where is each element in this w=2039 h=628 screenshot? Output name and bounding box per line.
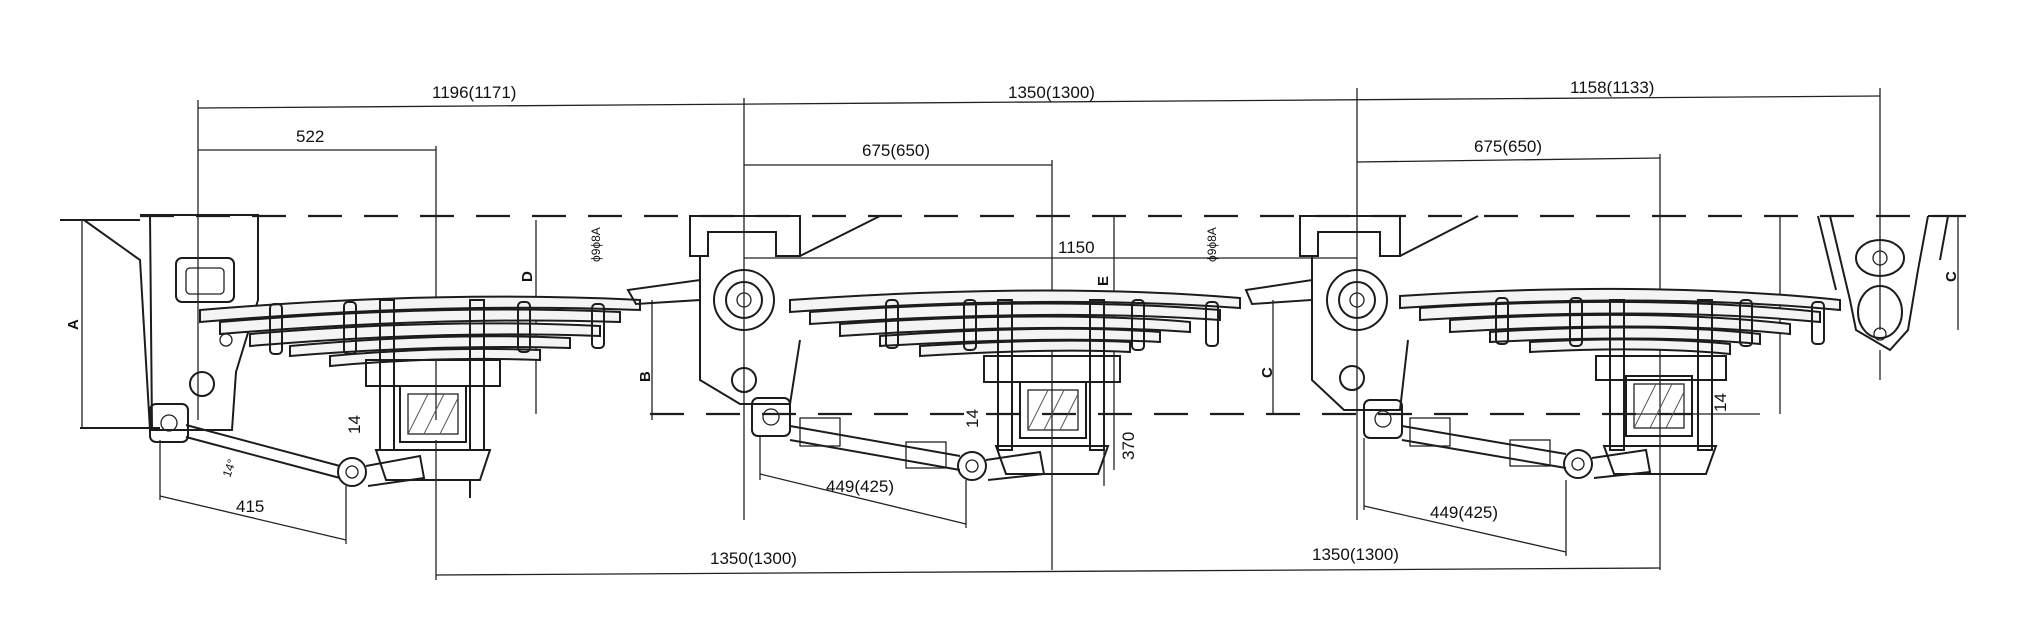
- dim-gap-2: 14: [963, 409, 982, 428]
- axle-1: [365, 299, 501, 498]
- top-dimension-chain: 1196(1171) 1350(1300) 1158(1133) 522 675…: [197, 78, 1881, 570]
- label-c-mid: C: [1259, 367, 1276, 378]
- dim-top-span-3: 1158(1133): [1570, 78, 1654, 97]
- rear-hanger: [1817, 215, 1950, 380]
- label-c-rear: C: [1943, 271, 1960, 282]
- bottom-dimension-chain: 1350(1300) 1350(1300): [435, 440, 1661, 580]
- dim-gap-1: 14: [345, 415, 364, 434]
- frame-rail-line: [60, 214, 1975, 221]
- torque-rod-3: 449(425): [1363, 399, 1652, 556]
- dim-gap-3: 14: [1711, 393, 1730, 412]
- dim-axle-height: 370: [1119, 432, 1138, 460]
- dim-mid-hanger-offset-1: 675(650): [862, 141, 930, 160]
- dim-top-span-2: 1350(1300): [1008, 83, 1095, 102]
- reference-lines: [80, 412, 1760, 429]
- label-d: D: [519, 271, 536, 282]
- leaf-spring-2: [789, 289, 1241, 358]
- dim-rod-mid: 449(425): [826, 477, 894, 496]
- dim-rod-front: 415: [236, 497, 264, 516]
- dim-front-hanger-offset: 522: [296, 127, 324, 146]
- label-b: B: [637, 371, 654, 382]
- dim-top-span-1: 1196(1171): [432, 83, 516, 102]
- dim-mid-hanger-offset-2: 675(650): [1474, 137, 1542, 156]
- axle-3: [1595, 299, 1727, 475]
- dim-spring-length: 1150: [1058, 238, 1095, 257]
- torque-rod-1: 415 14°: [149, 403, 426, 544]
- dim-angle: 14°: [220, 457, 239, 479]
- front-hanger: [83, 214, 259, 431]
- dim-rod-rear: 449(425): [1430, 503, 1498, 522]
- dim-bottom-span-1: 1350(1300): [710, 549, 797, 568]
- leaf-spring-3: [1399, 287, 1841, 356]
- label-a: A: [65, 319, 82, 330]
- mid-hanger-1: [626, 215, 881, 405]
- dim-bottom-span-2: 1350(1300): [1312, 545, 1399, 564]
- bracket-label-1: ϕ9ϕ8A: [589, 227, 603, 262]
- mid-hanger-2: [1244, 215, 1479, 411]
- torque-rod-2: 449(425): [751, 397, 1046, 528]
- leaf-spring-1: [199, 295, 641, 368]
- axle-2: [983, 299, 1121, 475]
- label-e: E: [1095, 276, 1112, 286]
- bracket-label-2: ϕ9ϕ8A: [1205, 227, 1219, 262]
